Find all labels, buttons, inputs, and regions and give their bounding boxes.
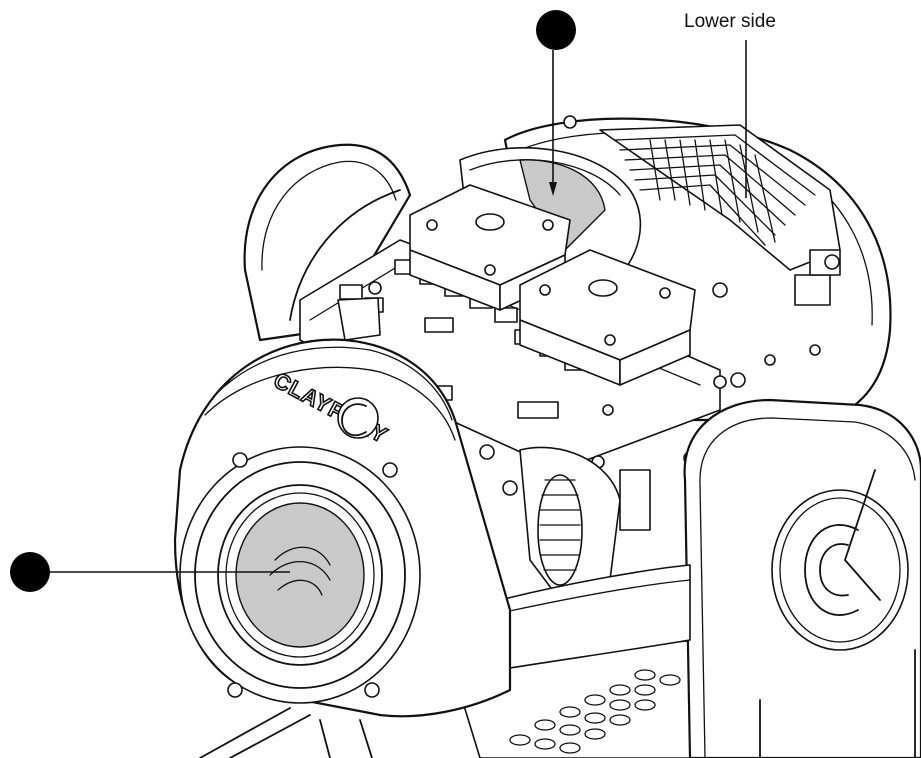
- focus-gear: [519, 446, 651, 601]
- claypaky-c-logo-disc: [771, 489, 909, 651]
- callout-lower-side: Lower side: [684, 11, 776, 198]
- front-head: CLAYPAKY: [173, 338, 691, 718]
- stepper-motor-rear: [409, 184, 571, 311]
- left-marker-icon: [10, 552, 50, 592]
- callout-left: [10, 552, 290, 592]
- right-yoke-arm: [683, 398, 921, 758]
- lower-side-label: Lower side: [684, 11, 776, 32]
- top-marker-icon: [536, 10, 576, 50]
- claypaky-c-logo-icon: [804, 524, 859, 616]
- front-lens-glass: [235, 502, 365, 648]
- callout-top: [536, 10, 576, 196]
- left-yoke-arm: [243, 143, 412, 342]
- stepper-motor-front: [519, 249, 696, 386]
